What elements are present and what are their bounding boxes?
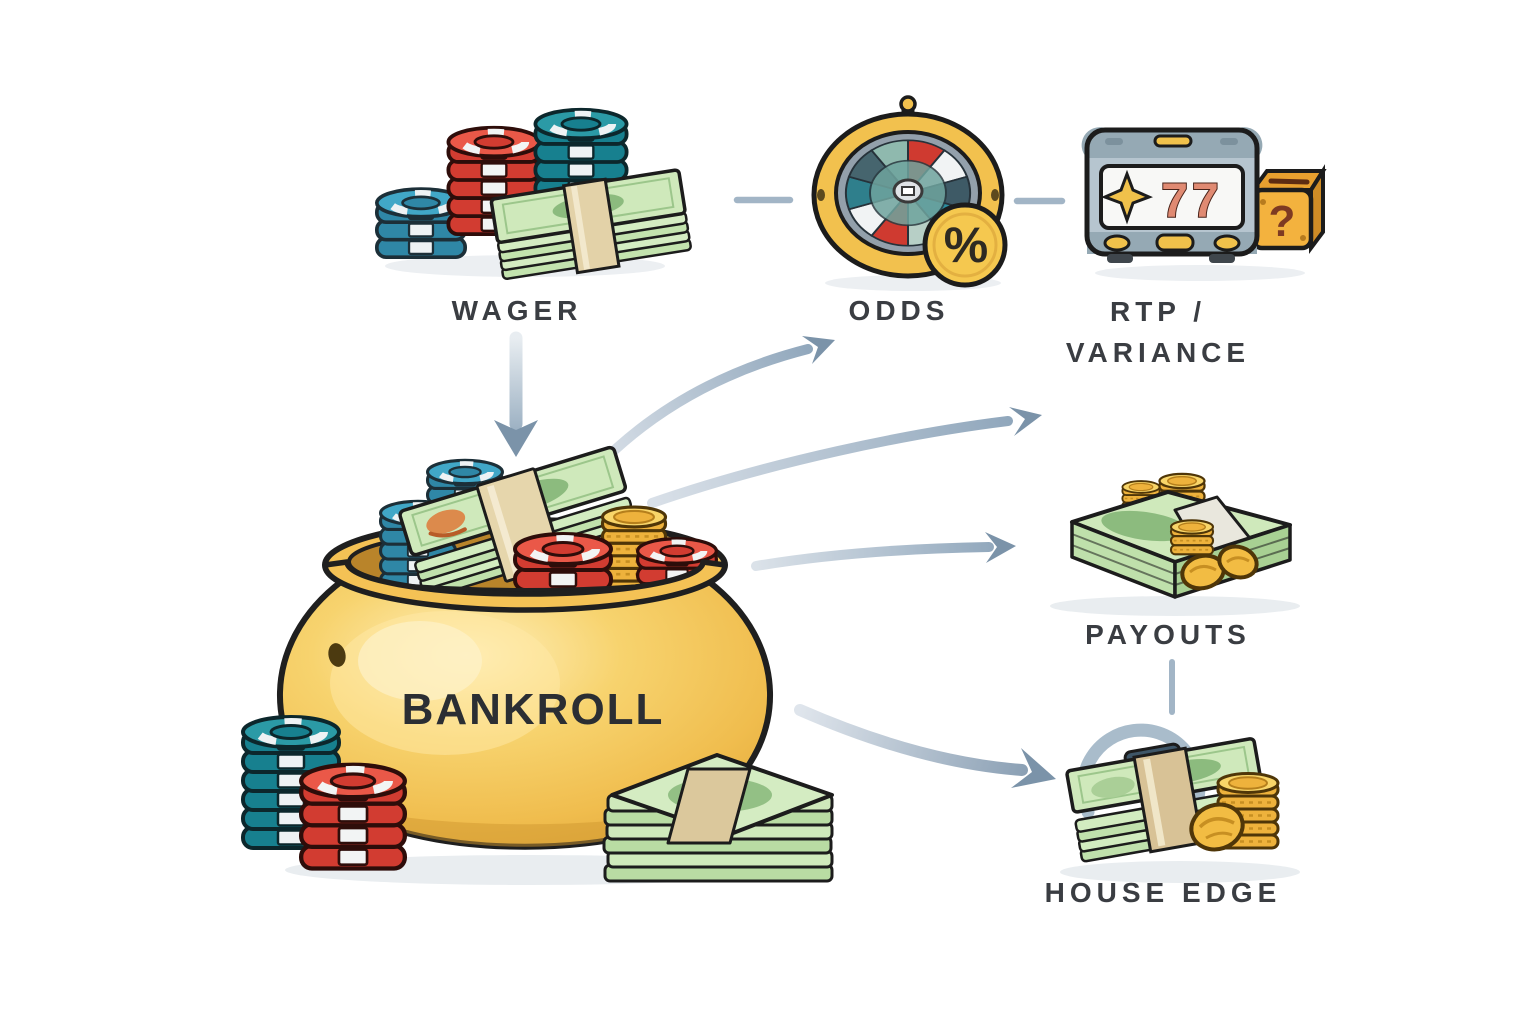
arrow-bankroll-to-payouts [751,532,1016,571]
pot-rivet [328,643,346,667]
bankroll-label: BANKROLL [401,685,665,734]
slot-display-sevens: 77 [1161,175,1222,228]
payouts-label: PAYOUTS [1085,619,1251,650]
house-edge-label: HOUSE EDGE [1044,877,1282,908]
node-house-edge [1030,700,1330,890]
loose-coins [1180,544,1259,591]
coin-stack-front [1169,519,1215,556]
roulette-wheel-icon: % [811,95,1008,291]
arrow-bankroll-to-rtp [647,407,1042,508]
arrow-wager-to-bankroll [494,331,538,457]
slot-machine-dice-icon: ? 77 [1081,127,1327,281]
node-bankroll [220,443,860,893]
cash-pile-coins-icon [1050,472,1300,616]
rtp-label-line1: RTP / [1109,296,1207,327]
percent-coin-icon: % [922,202,1008,288]
star-symbol-icon [1101,169,1153,225]
slot-machine-icon: 77 [1081,127,1263,263]
question-die-icon: ? [1249,164,1327,254]
arrow-bankroll-to-house-edge [794,704,1056,788]
red-chip-stack-icon [301,765,405,869]
wager-label: WAGER [451,295,583,326]
cash-bundle-coins-icon [1060,723,1300,883]
pot-contents [381,445,717,612]
odds-label: ODDS [848,295,950,326]
rtp-label-line2: VARIANCE [1065,336,1251,368]
tilted-coin-icon [1189,802,1245,852]
poker-chips-cash-icon [355,90,692,281]
die-question-mark: ? [1269,197,1296,246]
percent-symbol: % [944,217,988,273]
rtp-variance-label: RTP / VARIANCE [1038,292,1278,373]
node-payouts [1025,450,1325,620]
gold-pot-icon [220,445,834,885]
node-wager [355,90,695,285]
arrow-bankroll-to-odds [593,336,835,471]
cash-bundle-icon [489,168,692,281]
cash-stack-icon [602,753,834,883]
node-rtp-variance: ? 77 [1075,110,1330,285]
cash-bundle-icon [1065,737,1271,863]
node-odds: % [795,95,1025,295]
